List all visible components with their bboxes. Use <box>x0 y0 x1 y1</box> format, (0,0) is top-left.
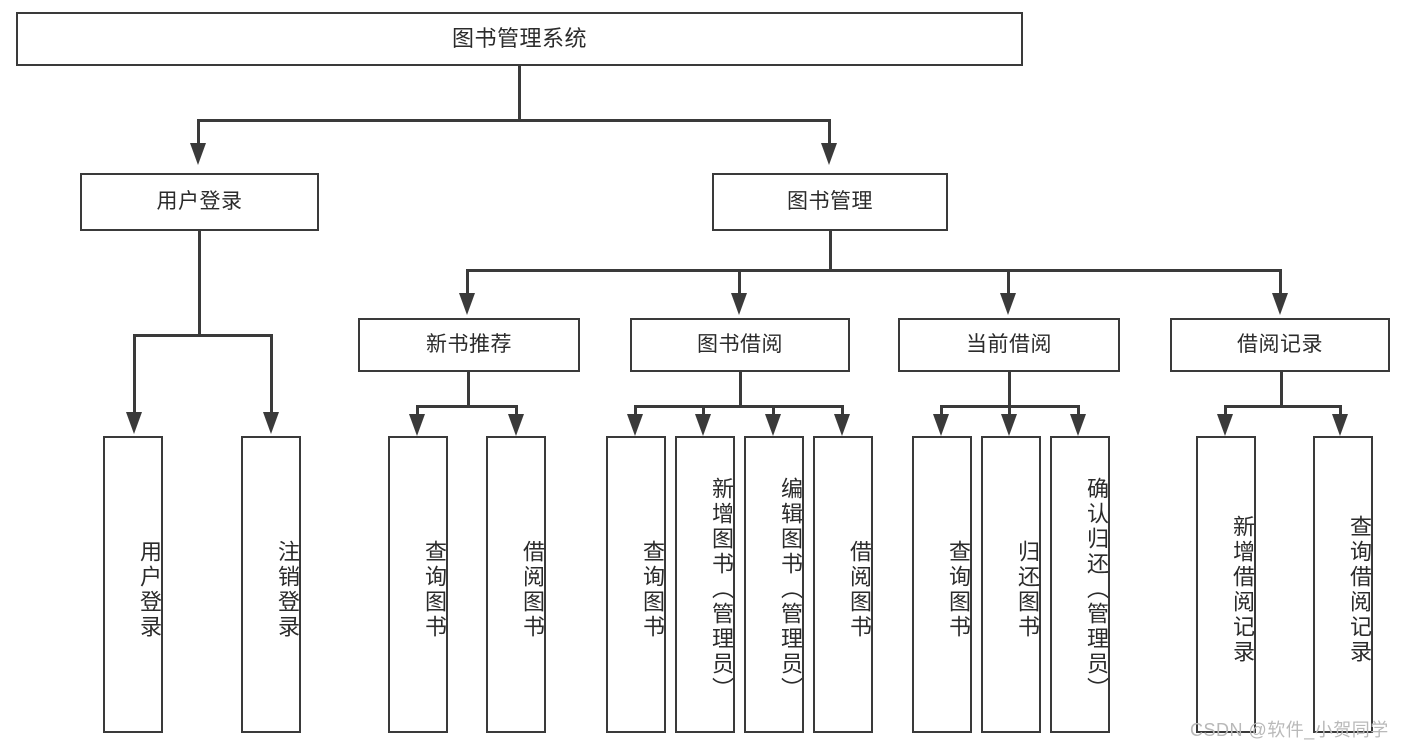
node-label: 确认归还（管理员） <box>1084 477 1109 702</box>
connector-drop-leaf-edit-book <box>772 405 775 417</box>
node-root-system[interactable]: 图书管理系统 <box>16 12 1023 66</box>
node-label: 借阅记录 <box>1237 333 1323 357</box>
arrow-to-leaf-borrow-book-2 <box>834 414 850 436</box>
arrow-to-new-book-recommend <box>459 293 475 315</box>
node-label: 新增图书（管理员） <box>709 477 734 702</box>
node-leaf-logout-login[interactable]: 注销登录 <box>241 436 301 733</box>
connector-drop-leaf-return-book <box>1008 405 1011 417</box>
node-label: 注销登录 <box>275 539 300 640</box>
arrow-to-leaf-edit-book <box>765 414 781 436</box>
node-label: 新增借阅记录 <box>1230 514 1255 665</box>
node-current-borrow[interactable]: 当前借阅 <box>898 318 1120 372</box>
arrow-to-current-borrow <box>1000 293 1016 315</box>
connector-drop-leaf-add-book <box>702 405 705 417</box>
node-leaf-return-book[interactable]: 归还图书 <box>981 436 1041 733</box>
connector-level3-bus <box>466 269 1282 272</box>
arrow-to-book-management <box>821 143 837 165</box>
arrow-to-leaf-query-book-2 <box>627 414 643 436</box>
node-leaf-query-book-3[interactable]: 查询图书 <box>912 436 972 733</box>
node-label: 归还图书 <box>1015 539 1040 640</box>
node-leaf-borrow-book-2[interactable]: 借阅图书 <box>813 436 873 733</box>
arrow-to-leaf-query-record <box>1332 414 1348 436</box>
connector-drop-leaf-logout-login <box>270 334 273 414</box>
node-label: 查询图书 <box>946 539 971 640</box>
node-new-book-recommend[interactable]: 新书推荐 <box>358 318 580 372</box>
connector-book-borrow-bus <box>634 405 844 408</box>
connector-drop-leaf-query-book-1 <box>416 405 419 417</box>
node-label: 查询借阅记录 <box>1347 514 1372 665</box>
arrow-to-book-borrow <box>731 293 747 315</box>
connector-drop-book-borrow <box>738 269 741 295</box>
connector-drop-new-book-recommend <box>466 269 469 295</box>
arrow-to-borrow-record <box>1272 293 1288 315</box>
connector-user-login-bus <box>133 334 273 337</box>
node-label: 用户登录 <box>156 190 243 214</box>
node-book-borrow[interactable]: 图书借阅 <box>630 318 850 372</box>
arrow-to-leaf-query-book-1 <box>409 414 425 436</box>
arrow-to-leaf-user-login <box>126 412 142 434</box>
connector-drop-leaf-query-book-3 <box>940 405 943 417</box>
arrow-to-user-login <box>190 143 206 165</box>
connector-drop-book-management <box>828 119 831 145</box>
node-label: 用户登录 <box>137 539 162 640</box>
connector-book-borrow-stem <box>739 372 742 406</box>
connector-level2-bus <box>197 119 831 122</box>
node-leaf-query-book-1[interactable]: 查询图书 <box>388 436 448 733</box>
connector-drop-leaf-borrow-book-2 <box>841 405 844 417</box>
connector-borrow-record-bus <box>1224 405 1342 408</box>
connector-current-borrow-stem <box>1008 372 1011 406</box>
node-leaf-query-book-2[interactable]: 查询图书 <box>606 436 666 733</box>
node-leaf-user-login[interactable]: 用户登录 <box>103 436 163 733</box>
connector-drop-leaf-add-record <box>1224 405 1227 417</box>
connector-drop-borrow-record <box>1279 269 1282 295</box>
arrow-to-leaf-query-book-3 <box>933 414 949 436</box>
watermark: CSDN @软件_小贺同学 <box>1190 720 1389 740</box>
node-user-login[interactable]: 用户登录 <box>80 173 319 231</box>
node-label: 查询图书 <box>640 539 665 640</box>
connector-drop-user-login <box>197 119 200 145</box>
node-leaf-borrow-book-1[interactable]: 借阅图书 <box>486 436 546 733</box>
node-leaf-edit-book[interactable]: 编辑图书（管理员） <box>744 436 804 733</box>
node-leaf-query-record[interactable]: 查询借阅记录 <box>1313 436 1373 733</box>
connector-root-stem <box>518 66 521 120</box>
node-label: 新书推荐 <box>426 333 512 357</box>
node-label: 图书管理系统 <box>451 25 587 51</box>
arrow-to-leaf-borrow-book-1 <box>508 414 524 436</box>
node-label: 借阅图书 <box>520 539 545 640</box>
connector-drop-leaf-query-record <box>1339 405 1342 417</box>
arrow-to-leaf-add-record <box>1217 414 1233 436</box>
node-leaf-add-book[interactable]: 新增图书（管理员） <box>675 436 735 733</box>
connector-new-book-recommend-stem <box>467 372 470 406</box>
connector-drop-leaf-confirm-return <box>1077 405 1080 417</box>
node-label: 图书管理 <box>787 190 873 214</box>
connector-book-management-stem <box>829 231 832 271</box>
node-book-management[interactable]: 图书管理 <box>712 173 948 231</box>
node-leaf-confirm-return[interactable]: 确认归还（管理员） <box>1050 436 1110 733</box>
node-leaf-add-record[interactable]: 新增借阅记录 <box>1196 436 1256 733</box>
node-label: 图书借阅 <box>697 333 783 357</box>
node-label: 查询图书 <box>422 539 447 640</box>
arrow-to-leaf-logout-login <box>263 412 279 434</box>
connector-drop-leaf-borrow-book-1 <box>515 405 518 417</box>
connector-drop-leaf-user-login <box>133 334 136 414</box>
connector-borrow-record-stem <box>1280 372 1283 406</box>
node-borrow-record[interactable]: 借阅记录 <box>1170 318 1390 372</box>
connector-drop-current-borrow <box>1007 269 1010 295</box>
arrow-to-leaf-return-book <box>1001 414 1017 436</box>
node-label: 借阅图书 <box>847 539 872 640</box>
connector-user-login-stem <box>198 231 201 335</box>
connector-drop-leaf-query-book-2 <box>634 405 637 417</box>
arrow-to-leaf-add-book <box>695 414 711 436</box>
arrow-to-leaf-confirm-return <box>1070 414 1086 436</box>
connector-new-book-recommend-bus <box>416 405 518 408</box>
node-label: 当前借阅 <box>966 333 1052 357</box>
node-label: 编辑图书（管理员） <box>778 477 803 702</box>
